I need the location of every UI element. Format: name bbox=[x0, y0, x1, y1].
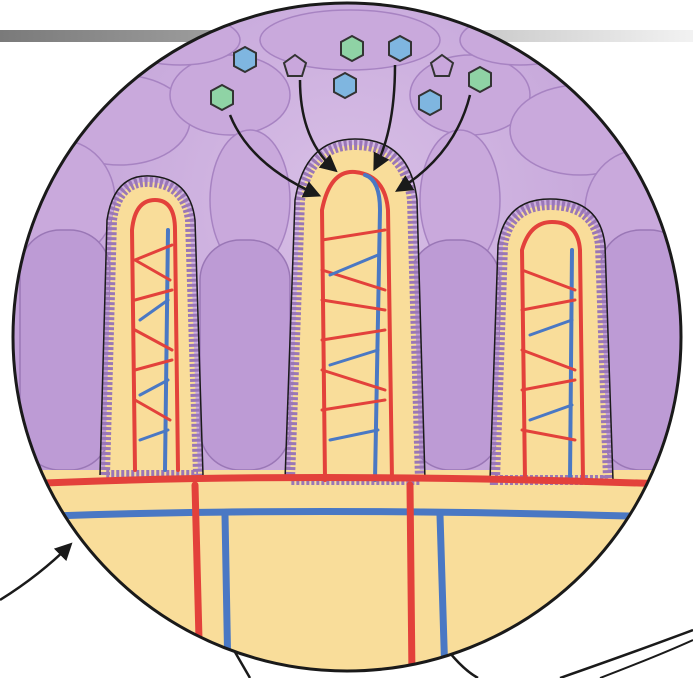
villus-right bbox=[495, 205, 608, 480]
nutrient-molecule bbox=[469, 67, 491, 92]
nutrient-molecule bbox=[211, 85, 233, 110]
nutrient-molecule bbox=[341, 36, 363, 61]
nutrient-molecule bbox=[334, 73, 356, 98]
lamina-propria-base bbox=[0, 470, 693, 678]
villus-center bbox=[290, 145, 420, 480]
nutrient-molecule bbox=[389, 36, 411, 61]
nutrient-molecule bbox=[419, 90, 441, 115]
villus-left bbox=[105, 182, 198, 475]
nutrient-molecule bbox=[234, 47, 256, 72]
